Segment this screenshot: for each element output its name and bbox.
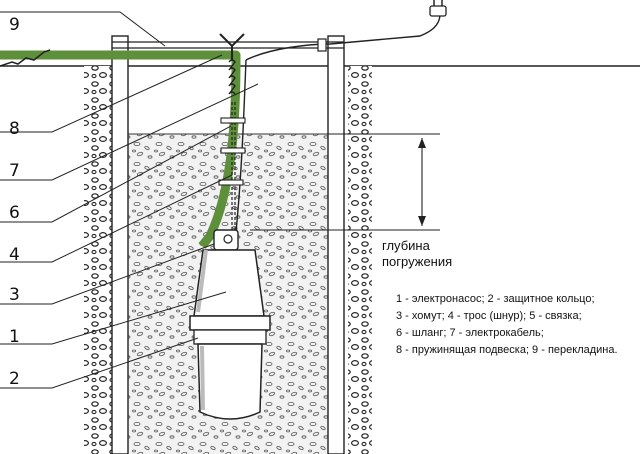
callout-2: 2 bbox=[9, 369, 20, 389]
callout-9: 9 bbox=[9, 15, 20, 35]
tie bbox=[218, 179, 244, 186]
electric-cable bbox=[245, 13, 441, 61]
callout-4: 4 bbox=[9, 245, 20, 265]
spring-suspension bbox=[228, 59, 236, 95]
tie bbox=[220, 117, 246, 124]
legend-line-2: 3 - хомут; 4 - трос (шнур); 5 - связка; bbox=[396, 310, 582, 322]
depth-label-line2: погружения bbox=[382, 254, 452, 269]
legend-line-4: 8 - пружинящая подвеска; 9 - перекладина… bbox=[396, 344, 618, 356]
callout-3: 3 bbox=[9, 285, 20, 305]
legend-line-3: 6 - шланг; 7 - электрокабель; bbox=[396, 327, 544, 339]
callout-7: 7 bbox=[9, 161, 20, 181]
soil-left bbox=[84, 66, 112, 454]
tie bbox=[220, 147, 246, 154]
hose bbox=[0, 50, 241, 249]
callout-1: 1 bbox=[9, 327, 20, 347]
callout-8: 8 bbox=[9, 119, 20, 139]
depth-label-line1: глубина bbox=[382, 238, 431, 253]
casing-right bbox=[327, 35, 345, 454]
plug-icon bbox=[429, 5, 447, 17]
soil-right bbox=[348, 66, 372, 454]
legend-line-1: 1 - электронасос; 2 - защитное кольцо; bbox=[396, 293, 595, 305]
callout-6: 6 bbox=[9, 203, 20, 223]
protective-ring bbox=[189, 315, 271, 331]
casing-left bbox=[111, 35, 129, 454]
